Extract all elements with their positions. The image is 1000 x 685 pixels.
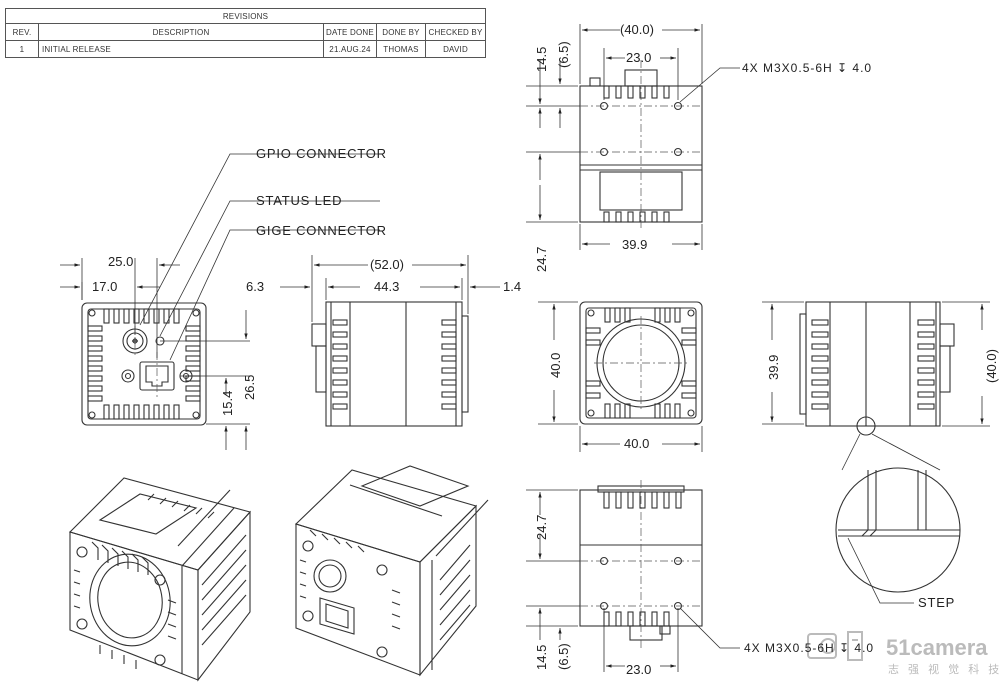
step-label: STEP <box>918 595 955 610</box>
side-view <box>311 301 469 427</box>
description-cell: INITIAL RELEASE <box>38 40 324 58</box>
front-view <box>579 301 703 425</box>
thread-note-top: 4X M3X0.5-6H ↧ 4.0 <box>742 61 872 75</box>
thread-note-bottom: 4X M3X0.5-6H ↧ 4.0 <box>744 641 874 655</box>
revision-row: 1 INITIAL RELEASE 21.AUG.24 THOMAS DAVID <box>5 40 486 58</box>
status-led-label: STATUS LED <box>256 193 342 208</box>
watermark-brand: 51camera <box>886 635 988 660</box>
dim-top-24-7: 24.7 <box>534 247 549 272</box>
watermark-subtitle: 志 强 视 觉 科 技 <box>888 662 1000 676</box>
dim-top-width: (40.0) <box>620 22 654 37</box>
dim-top-holes: 23.0 <box>626 50 651 65</box>
watermark-logo-icon <box>807 631 863 661</box>
dim-bottom-24-7: 24.7 <box>534 515 549 540</box>
step-detail <box>835 467 961 604</box>
dim-side-left: 6.3 <box>246 279 264 294</box>
revision-table: REVISIONS REV. DESCRIPTION DATE DONE DON… <box>5 8 486 58</box>
dim-side-total: (52.0) <box>370 257 404 272</box>
gpio-connector-label: GPIO CONNECTOR <box>256 146 387 161</box>
dim-bottom-14-5: 14.5 <box>534 645 549 670</box>
isometric-front <box>68 477 252 682</box>
dim-top-14-5: 14.5 <box>534 47 549 72</box>
dim-rear-25: 25.0 <box>108 254 133 269</box>
dim-rear-17: 17.0 <box>92 279 117 294</box>
right-side-view <box>799 301 955 436</box>
dim-top-39-9: 39.9 <box>622 237 647 252</box>
dim-front-width: 40.0 <box>624 436 649 451</box>
dim-bottom-6-5: (6.5) <box>556 643 571 670</box>
checked-by-cell: DAVID <box>425 40 486 58</box>
rear-view <box>81 302 207 426</box>
dim-right-40: (40.0) <box>984 349 999 383</box>
dim-bottom-holes: 23.0 <box>626 662 651 677</box>
gige-connector-label: GIGE CONNECTOR <box>256 223 387 238</box>
isometric-rear <box>294 465 489 677</box>
dim-top-6-5: (6.5) <box>556 41 571 68</box>
dim-side-right: 1.4 <box>503 279 521 294</box>
dim-rear-15-4: 15.4 <box>220 391 235 416</box>
dim-front-height: 40.0 <box>548 353 563 378</box>
dim-right-39-9: 39.9 <box>766 355 781 380</box>
dim-side-body: 44.3 <box>374 279 399 294</box>
dim-rear-26-5: 26.5 <box>242 375 257 400</box>
